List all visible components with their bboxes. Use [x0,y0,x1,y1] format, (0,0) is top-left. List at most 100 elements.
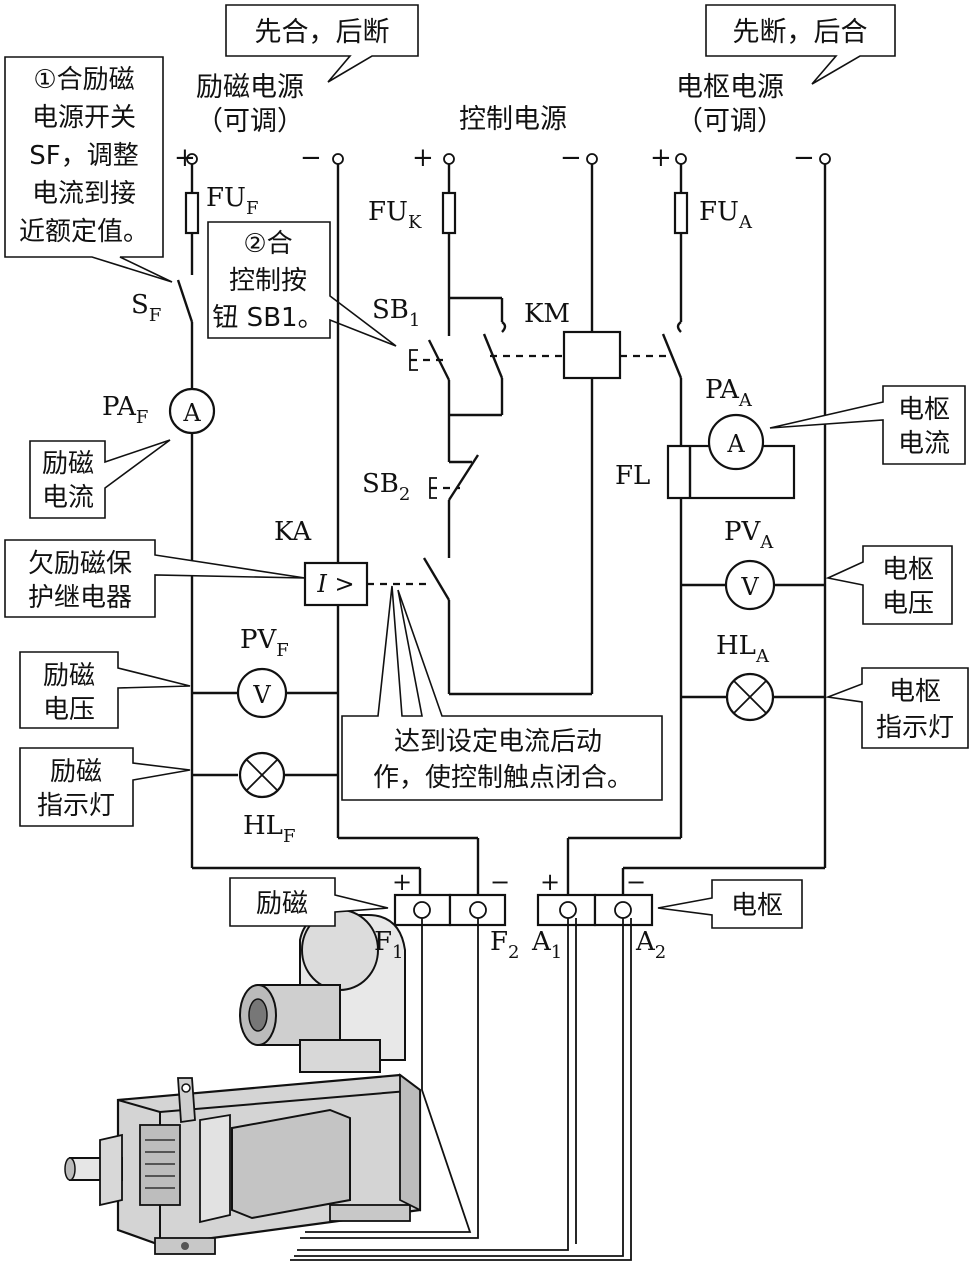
label-FUF: FUF [206,183,258,219]
callout-arm-voltage: 电枢 电压 [825,545,953,625]
switch-SF [176,279,194,323]
armature-supply-title: 电枢电源 [676,72,784,103]
ammeter-PAA-symbol: A [726,430,745,458]
label-F2: F2 [490,927,520,963]
excitation-supply-title: 励磁电源 [196,72,304,103]
label-SB2: SB2 [362,469,410,505]
ka-contact [422,557,451,601]
arm-current-line1: 电枢 [898,395,950,425]
exc-current-line1: 励磁 [42,449,94,479]
callout-exc-terminal: 励磁 [229,877,389,927]
fuse-FUK [441,191,457,235]
callout-arm-current: 电枢 电流 [769,385,966,465]
arm-voltage-line2: 电压 [882,589,934,619]
arm-voltage-line1: 电枢 [882,555,934,585]
callout-first-open: 先断，后合 [705,4,896,85]
motor-cables [290,918,632,1261]
callout-step1: ①合励磁 电源开关 SF，调整 电流到接 近额定值。 [4,56,173,283]
control-supply-header: 控制电源 [459,104,567,135]
ctrl-minus-sign: − [560,143,582,173]
ammeter-PAF-symbol: A [182,399,201,427]
km-main-contact [661,333,683,379]
step2-line1: ②合 [243,229,292,259]
relay-KA-symbol: I > [316,570,354,598]
exc-lamp-line2: 指示灯 [37,791,115,821]
step2-line2: 控制按 [229,266,307,296]
under-relay-line1: 欠励磁保 [28,549,132,579]
excitation-terminal-block: + − [392,868,510,927]
exc-minus-sign: − [300,143,322,173]
label-HLA: HLA [716,631,770,667]
terminal-ctrl-plus [443,153,455,165]
callout-arm-terminal: 电枢 [657,879,803,929]
control-circuit [367,164,668,696]
arm-current-line2: 电流 [898,429,950,459]
label-PAA: PAA [705,375,753,411]
arm-lamp-line2: 指示灯 [876,713,954,743]
label-FUA: FUA [699,197,753,233]
exc-lamp-line1: 励磁 [50,757,102,787]
callout-exc-lamp: 励磁 指示灯 [19,747,191,827]
control-supply-title: 控制电源 [459,104,567,135]
armature-terminal-block: + − [536,868,654,927]
supply-terminals [186,153,831,165]
label-PAF: PAF [102,392,148,428]
callout-exc-current: 励磁 电流 [29,439,171,519]
excitation-supply-header: 励磁电源 （可调） [196,72,304,137]
voltmeter-PVA-symbol: V [740,573,759,601]
callout-under-relay: 欠励磁保 护继电器 [4,539,306,618]
dc-motor-illustration [64,909,422,1255]
arm-term-plus: + [540,868,560,896]
step1-line5: 近额定值。 [19,217,149,247]
arm-minus-sign: − [793,143,815,173]
relay-action-line1: 达到设定电流后动 [394,727,602,757]
label-HLF: HLF [243,811,295,847]
button-SB2 [447,454,480,501]
callout-exc-voltage: 励磁 电压 [19,651,191,729]
armature-circuit: A V [566,164,827,897]
callout-first-close-text: 先合，后断 [255,17,390,48]
label-A1: A1 [531,927,562,963]
fuse-FUA [673,191,689,235]
label-PVA: PVA [724,517,774,553]
step2-line3: 钮 SB1。 [212,303,323,333]
exc-term-minus: − [490,868,510,896]
exc-voltage-line1: 励磁 [43,661,95,691]
label-F1: F1 [374,927,404,963]
fuse-FUF [184,191,200,235]
label-FUK: FUK [368,197,422,233]
label-SB1: SB1 [372,295,420,331]
exc-terminal-text: 励磁 [256,889,308,919]
ctrl-plus-sign: + [412,143,434,173]
label-PVF: PVF [240,625,289,661]
armature-supply-header: 电枢电源 （可调） [676,72,784,137]
armature-supply-sub: （可调） [676,106,784,137]
callout-arm-lamp: 电枢 指示灯 [824,667,969,749]
label-A2: A2 [635,927,666,963]
exc-current-line2: 电流 [42,483,94,513]
exc-term-plus: + [392,868,412,896]
callout-first-open-text: 先断，后合 [733,17,868,48]
voltmeter-PVF-symbol: V [252,681,271,709]
excitation-supply-sub: （可调） [196,106,304,137]
arm-plus-sign: + [650,143,672,173]
callout-first-close: 先合，后断 [225,4,419,83]
terminal-arm-plus [675,153,687,165]
step1-line3: SF，调整 [29,141,138,171]
coil-KM [562,330,622,380]
callout-step2: ②合 控制按 钮 SB1。 [207,221,397,347]
label-KA: KA [274,517,312,547]
arm-lamp-line1: 电枢 [889,677,941,707]
under-relay-line2: 护继电器 [28,583,132,613]
exc-plus-sign: + [174,143,196,173]
terminal-arm-minus [819,153,831,165]
terminal-exc-minus [332,153,344,165]
arm-terminal-text: 电枢 [731,891,783,921]
step1-line4: 电流到接 [32,179,136,209]
relay-action-line2: 作，使控制触点闭合。 [373,763,633,793]
excitation-circuit: A V I > [168,164,480,897]
label-KM: KM [524,299,570,329]
step1-line2: 电源开关 [32,103,136,133]
